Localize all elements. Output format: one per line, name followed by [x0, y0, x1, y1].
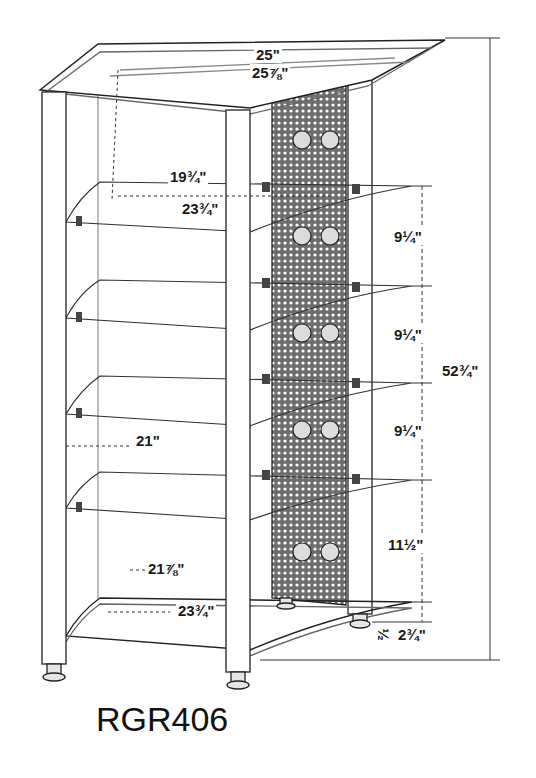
front-post: [226, 110, 250, 672]
dimension-label: 9¼": [392, 228, 424, 245]
dimension-lines: [66, 38, 500, 660]
dimension-label: 2¾": [396, 626, 428, 643]
dimension-label: 11½": [386, 536, 425, 553]
back-post: [348, 66, 372, 614]
dimension-label: 52¾": [440, 362, 480, 379]
dimension-label: 25⅞": [250, 64, 290, 81]
dimension-label: 25": [254, 46, 282, 63]
dimension-label: 19¾": [168, 168, 208, 185]
feet: [43, 598, 370, 689]
dimension-label: 9¼": [392, 326, 424, 343]
front-post: [42, 92, 66, 664]
dimension-label: 23¾": [176, 602, 216, 619]
dimension-label: 9¼": [392, 422, 424, 439]
dimension-label: ½: [375, 626, 392, 643]
dimension-label: 23¾": [180, 200, 220, 217]
perforated-panel: [272, 66, 346, 605]
model-caption: RGR406: [96, 700, 228, 738]
dimension-label: 21⅞": [146, 560, 186, 577]
dimension-label: 21": [134, 432, 162, 449]
